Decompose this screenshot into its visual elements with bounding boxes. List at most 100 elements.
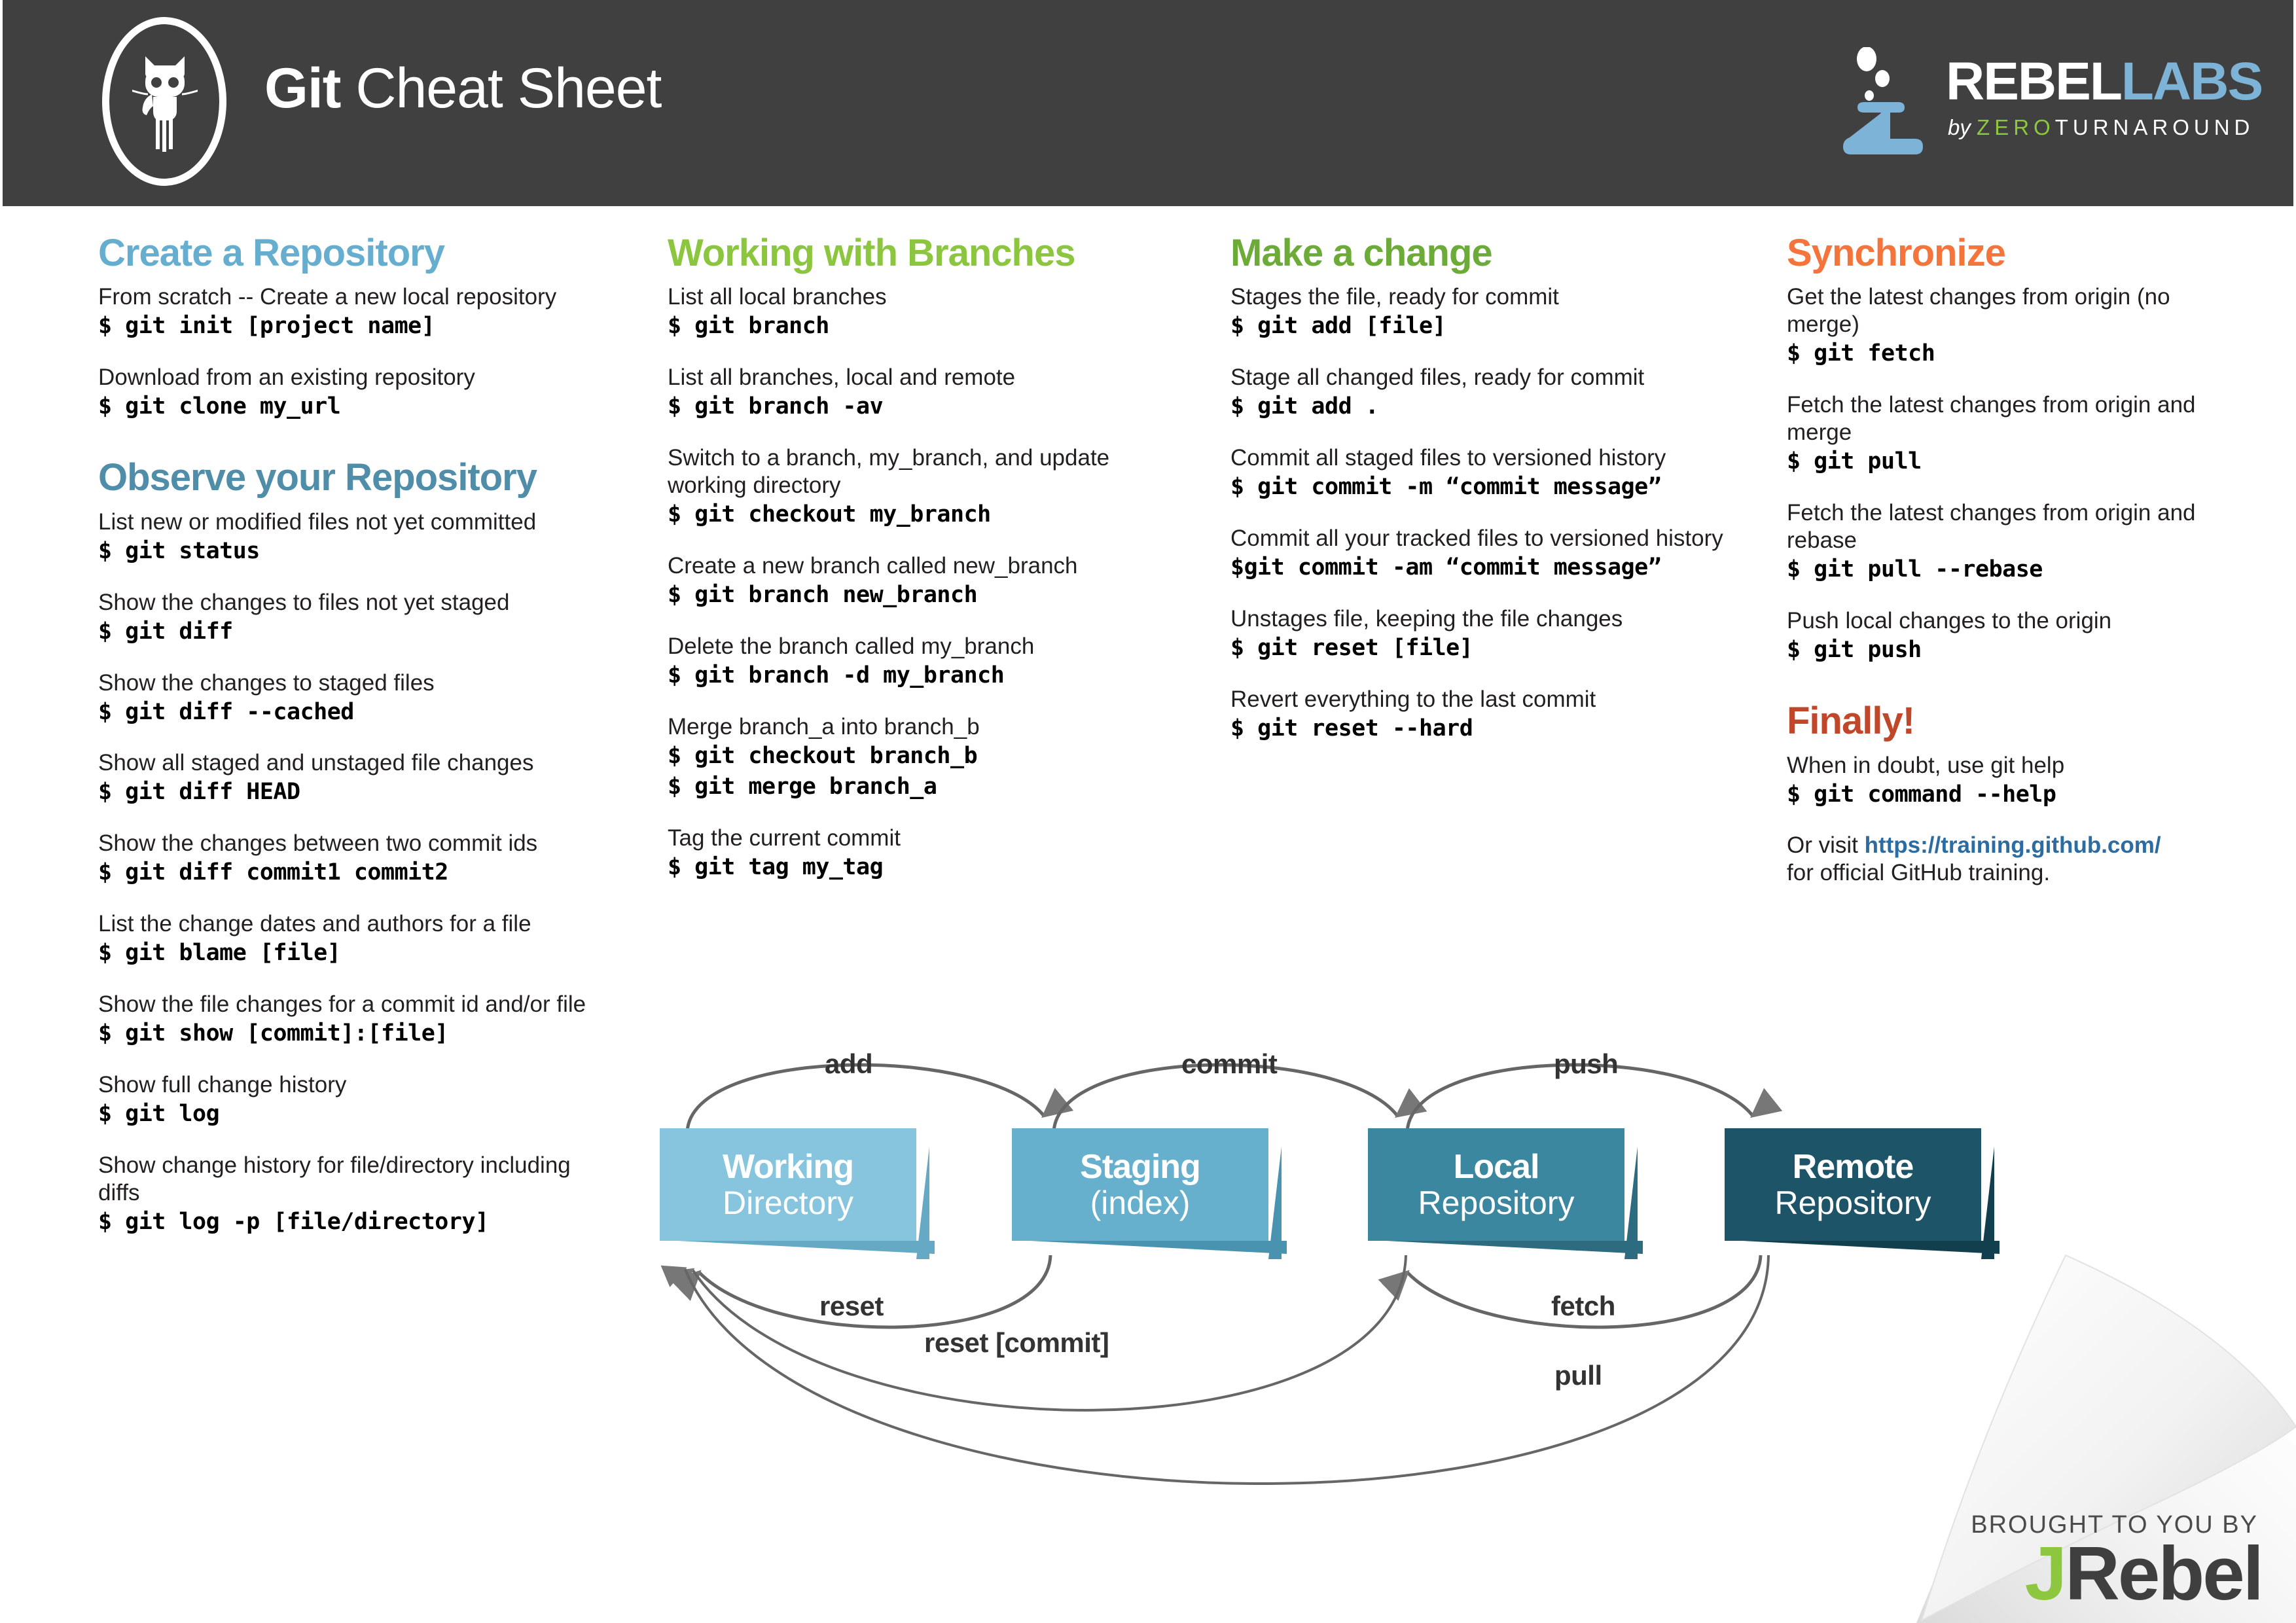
- command-entry: Get the latest changes from origin (no m…: [1787, 283, 2245, 369]
- command-description: Show full change history: [98, 1071, 347, 1097]
- edge-label-reset-commit: reset [commit]: [924, 1327, 1109, 1358]
- node-subtitle: Directory: [722, 1185, 854, 1221]
- rebellabs-logo: REBELLABS by ZEROTURNAROUND: [1838, 34, 2263, 165]
- command-description: List the change dates and authors for a …: [98, 911, 531, 937]
- command-entry: Show the file changes for a commit id an…: [98, 991, 596, 1049]
- command-text: $ git diff --cached: [98, 698, 354, 725]
- command-text: $ git push: [1787, 637, 1922, 664]
- command-description: List new or modified files not yet commi…: [98, 508, 537, 535]
- outro-note: Or visit https://training.github.com/for…: [1787, 832, 2245, 887]
- github-training-link[interactable]: https://training.github.com/: [1864, 832, 2161, 859]
- edge-label-push: push: [1554, 1048, 1619, 1079]
- node-bevel-side: [916, 1137, 929, 1259]
- node-subtitle: Repository: [1774, 1185, 1931, 1221]
- command-entry: Show all staged and unstaged file change…: [98, 749, 596, 808]
- command-description: Show the changes between two commit ids: [98, 830, 538, 857]
- command-text: $ git diff commit1 commit2: [98, 859, 448, 886]
- command-entry: List new or modified files not yet commi…: [98, 508, 596, 567]
- command-entry: List all local branches$ git branch: [668, 283, 1185, 342]
- edge-label-pull: pull: [1554, 1360, 1602, 1391]
- command-text: $ git blame [file]: [98, 940, 341, 967]
- node-bevel-side: [1624, 1137, 1638, 1259]
- diagram-node-staging-index: Staging (index): [1012, 1128, 1287, 1259]
- command-description: Show the changes to staged files: [98, 669, 435, 696]
- page-title: Git Cheat Sheet: [264, 60, 662, 116]
- command-text: $ git add .: [1230, 393, 1379, 420]
- diagram-node-working-directory: Working Directory: [660, 1128, 935, 1259]
- command-text: $ git add [file]: [1230, 313, 1446, 340]
- command-text-secondary: $ git merge branch_a: [668, 773, 937, 800]
- command-entry: Show change history for file/directory i…: [98, 1152, 596, 1238]
- command-text: $ git commit -m “commit message”: [1230, 474, 1662, 501]
- command-text: $ git branch -av: [668, 393, 884, 420]
- section-heading: Observe your Repository: [98, 456, 537, 499]
- node-bevel-bottom: [669, 1241, 935, 1254]
- command-text: $ git log: [98, 1100, 220, 1127]
- command-text: $ git branch -d my_branch: [668, 662, 1005, 689]
- page-title-bold: Git: [264, 57, 341, 120]
- command-entry: Delete the branch called my_branch$ git …: [668, 633, 1185, 691]
- command-description: Show change history for file/directory i…: [98, 1152, 571, 1205]
- command-description: From scratch -- Create a new local repos…: [98, 284, 557, 310]
- rebellabs-flask-icon: [1843, 47, 1923, 154]
- edge-label-fetch: fetch: [1551, 1291, 1615, 1321]
- command-entry: Stage all changed files, ready for commi…: [1230, 364, 1748, 422]
- command-entry: Show the changes between two commit ids$…: [98, 830, 596, 888]
- command-text: $ git branch new_branch: [668, 582, 978, 609]
- page-title-light: Cheat Sheet: [340, 57, 662, 120]
- node-face: Local Repository: [1368, 1128, 1624, 1241]
- command-description: List all local branches: [668, 284, 887, 310]
- section-heading: Synchronize: [1787, 232, 2006, 274]
- command-entry: Stages the file, ready for commit $ git a…: [1230, 283, 1748, 342]
- section-heading: Working with Branches: [668, 232, 1075, 274]
- rebellabs-word-rebel: REBEL: [1946, 52, 2123, 111]
- command-entry: Push local changes to the origin$ git pu…: [1787, 607, 2245, 666]
- section-heading: Finally!: [1787, 700, 1915, 743]
- command-description: Stages the file, ready for commit: [1230, 284, 1559, 310]
- node-face: Working Directory: [660, 1128, 916, 1241]
- command-entry: Fetch the latest changes from origin and…: [1787, 499, 2245, 585]
- command-description: Show all staged and unstaged file change…: [98, 750, 534, 776]
- rebellabs-wordmark: REBELLABS: [1946, 52, 2263, 111]
- command-text: $ git checkout branch_b: [668, 742, 978, 769]
- command-text: $ git init [project name]: [98, 313, 435, 340]
- command-text: $ git diff HEAD: [98, 779, 300, 806]
- command-description: Stage all changed files, ready for commi…: [1230, 365, 1645, 391]
- command-entry: Revert everything to the last commit$ gi…: [1230, 686, 1748, 744]
- command-entry: When in doubt, use git help$ git command…: [1787, 752, 2245, 810]
- command-entry: Create a new branch called new_branch$ g…: [668, 552, 1185, 611]
- section-heading: Make a change: [1230, 232, 1493, 274]
- node-face: Staging (index): [1012, 1128, 1268, 1241]
- command-entry: Commit all staged files to versioned his…: [1230, 444, 1748, 503]
- command-entry: Download from an existing repository$ gi…: [98, 364, 596, 422]
- jrebel-j: J: [2024, 1531, 2067, 1616]
- node-bevel-bottom: [1021, 1241, 1287, 1254]
- brought-to-you-by-label: BROUGHT TO YOU BY: [1971, 1511, 2258, 1539]
- tagline-zero: ZERO: [1977, 115, 2055, 139]
- command-description: Delete the branch called my_branch: [668, 633, 1035, 660]
- command-text: $ git clone my_url: [98, 393, 341, 420]
- edge-label-commit: commit: [1181, 1048, 1278, 1079]
- command-entry: Unstages file, keeping the file changes $…: [1230, 605, 1748, 664]
- rebellabs-word-labs: LABS: [2121, 52, 2263, 111]
- node-subtitle: (index): [1090, 1185, 1191, 1221]
- tagline-turnaround: TURNAROUND: [2054, 115, 2255, 139]
- node-title: Local: [1453, 1148, 1540, 1186]
- tagline-by: by: [1948, 115, 1977, 139]
- command-description: Unstages file, keeping the file changes: [1230, 606, 1623, 632]
- command-description: Switch to a branch, my_branch, and updat…: [668, 445, 1110, 499]
- command-description: Get the latest changes from origin (no m…: [1787, 284, 2170, 338]
- command-text: $ git fetch: [1787, 340, 1935, 367]
- command-entry: From scratch -- Create a new local repos…: [98, 283, 596, 342]
- node-subtitle: Repository: [1418, 1185, 1575, 1221]
- rebellabs-tagline: by ZEROTURNAROUND: [1948, 116, 2254, 138]
- git-workflow-diagram: Working Directory Staging (index) Local …: [622, 1008, 2062, 1623]
- command-entry: Tag the current commit$ git tag my_tag: [668, 825, 1185, 883]
- command-description: When in doubt, use git help: [1787, 752, 2065, 778]
- command-text: $ git checkout my_branch: [668, 501, 991, 528]
- command-text: $ git log -p [file/directory]: [98, 1208, 489, 1235]
- page-curl-graphic: [1916, 1254, 2296, 1623]
- command-text: $ git reset [file]: [1230, 635, 1473, 662]
